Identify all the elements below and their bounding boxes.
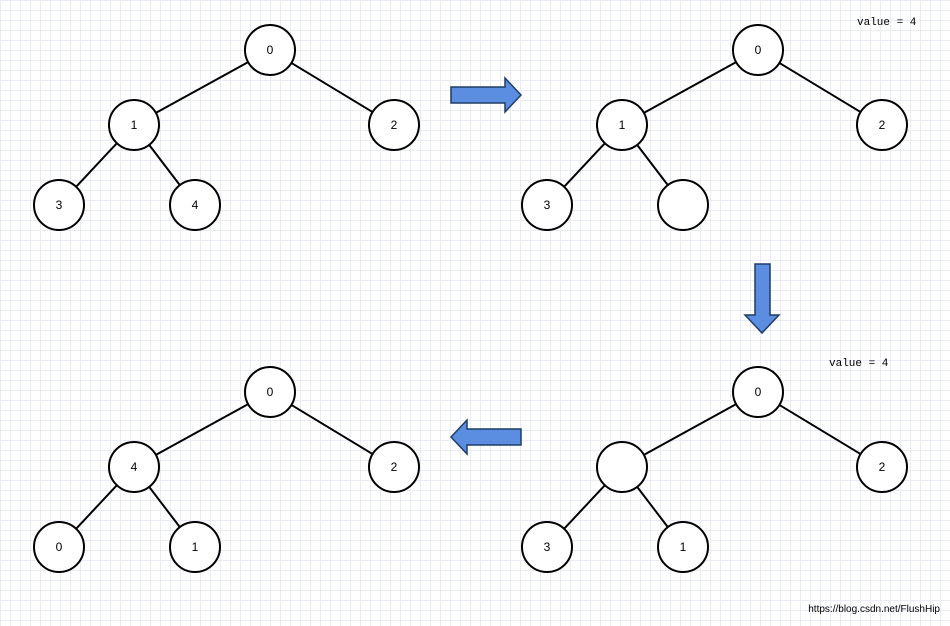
node-label: 1 (680, 540, 687, 554)
tree-node: 0 (732, 366, 784, 418)
tree-edge (778, 62, 862, 113)
tree-node: 0 (244, 24, 296, 76)
node-circle (596, 99, 648, 151)
tree-3: 0 2 3 1 value = 4 (521, 358, 908, 573)
node-label: 4 (131, 460, 138, 474)
tree-edge (778, 404, 862, 455)
tree-edge (290, 62, 374, 113)
tree-node: 1 (596, 99, 648, 151)
node-circle (169, 521, 221, 573)
watermark: https://blog.csdn.net/FlushHip (808, 604, 940, 615)
node-label: 0 (755, 43, 762, 57)
tree-node: 3 (33, 179, 85, 231)
node-circle (33, 179, 85, 231)
tree-edge (290, 404, 374, 455)
node-circle (596, 441, 648, 493)
tree-node: 0 (732, 24, 784, 76)
node-label: 2 (391, 118, 398, 132)
node-label: 2 (391, 460, 398, 474)
node-label: 2 (879, 460, 886, 474)
tree-node: 0 (33, 521, 85, 573)
node-circle (33, 521, 85, 573)
node-label: 2 (879, 118, 886, 132)
tree-node: 3 (521, 521, 573, 573)
tree-4: 0 4 2 0 1 (33, 366, 420, 573)
node-circle (244, 24, 296, 76)
node-circle (856, 441, 908, 493)
node-circle (657, 179, 709, 231)
node-label: 3 (544, 540, 551, 554)
tree-node (596, 441, 648, 493)
arrow-2-down-icon (743, 263, 781, 335)
node-label: 3 (56, 198, 63, 212)
tree-node: 1 (108, 99, 160, 151)
node-label: 4 (192, 198, 199, 212)
tree-edge (148, 144, 181, 186)
node-circle (108, 441, 160, 493)
node-circle (856, 99, 908, 151)
tree-edge (75, 142, 118, 188)
node-label: 1 (192, 540, 199, 554)
tree-edge (636, 144, 669, 186)
node-circle (732, 366, 784, 418)
tree-edge (643, 61, 737, 114)
tree-node: 2 (368, 99, 420, 151)
tree-node: 1 (657, 521, 709, 573)
tree-node: 1 (169, 521, 221, 573)
tree-edge (148, 486, 181, 528)
tree-edge (643, 403, 737, 456)
node-label: 1 (131, 118, 138, 132)
node-label: 0 (56, 540, 63, 554)
node-circle (732, 24, 784, 76)
node-circle (108, 99, 160, 151)
value-label: value = 4 (829, 358, 889, 370)
node-circle (169, 179, 221, 231)
node-circle (657, 521, 709, 573)
node-label: 0 (267, 385, 274, 399)
tree-2: 0 1 2 3 value = 4 (521, 17, 917, 231)
tree-node (657, 179, 709, 231)
node-label: 0 (267, 43, 274, 57)
tree-node: 4 (169, 179, 221, 231)
arrow-3-left-icon (449, 418, 522, 456)
tree-node: 4 (108, 441, 160, 493)
value-label: value = 4 (857, 17, 917, 29)
tree-edge (636, 486, 669, 528)
node-circle (521, 521, 573, 573)
node-label: 3 (544, 198, 551, 212)
tree-edge (563, 484, 606, 530)
tree-node: 0 (244, 366, 296, 418)
tree-1: 0 1 2 3 4 (33, 24, 420, 231)
tree-node: 2 (856, 441, 908, 493)
tree-node: 2 (368, 441, 420, 493)
tree-edge (75, 484, 118, 530)
node-circle (244, 366, 296, 418)
tree-edge (155, 403, 249, 456)
tree-edge (155, 61, 249, 114)
node-circle (521, 179, 573, 231)
arrow-1-right-icon (450, 76, 523, 114)
node-label: 1 (619, 118, 626, 132)
node-circle (368, 99, 420, 151)
node-label: 0 (755, 385, 762, 399)
tree-node: 2 (856, 99, 908, 151)
tree-edge (563, 142, 606, 188)
node-circle (368, 441, 420, 493)
tree-node: 3 (521, 179, 573, 231)
